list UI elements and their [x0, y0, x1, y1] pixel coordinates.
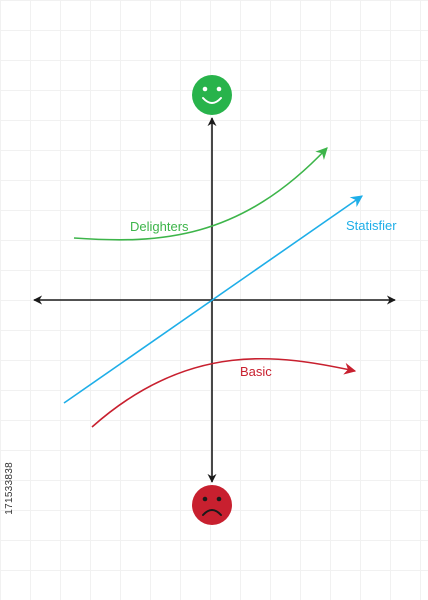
sad-face-icon	[192, 485, 232, 525]
happy-face-icon	[192, 75, 232, 115]
satisfier-label: Statisfier	[346, 218, 397, 233]
stock-id-label: 171533838	[4, 462, 15, 515]
delighters-curve	[73, 147, 328, 241]
basic-label: Basic	[240, 364, 272, 379]
satisfier-line	[63, 195, 363, 404]
basic-curve	[91, 357, 357, 428]
delighters-label: Delighters	[130, 219, 189, 234]
